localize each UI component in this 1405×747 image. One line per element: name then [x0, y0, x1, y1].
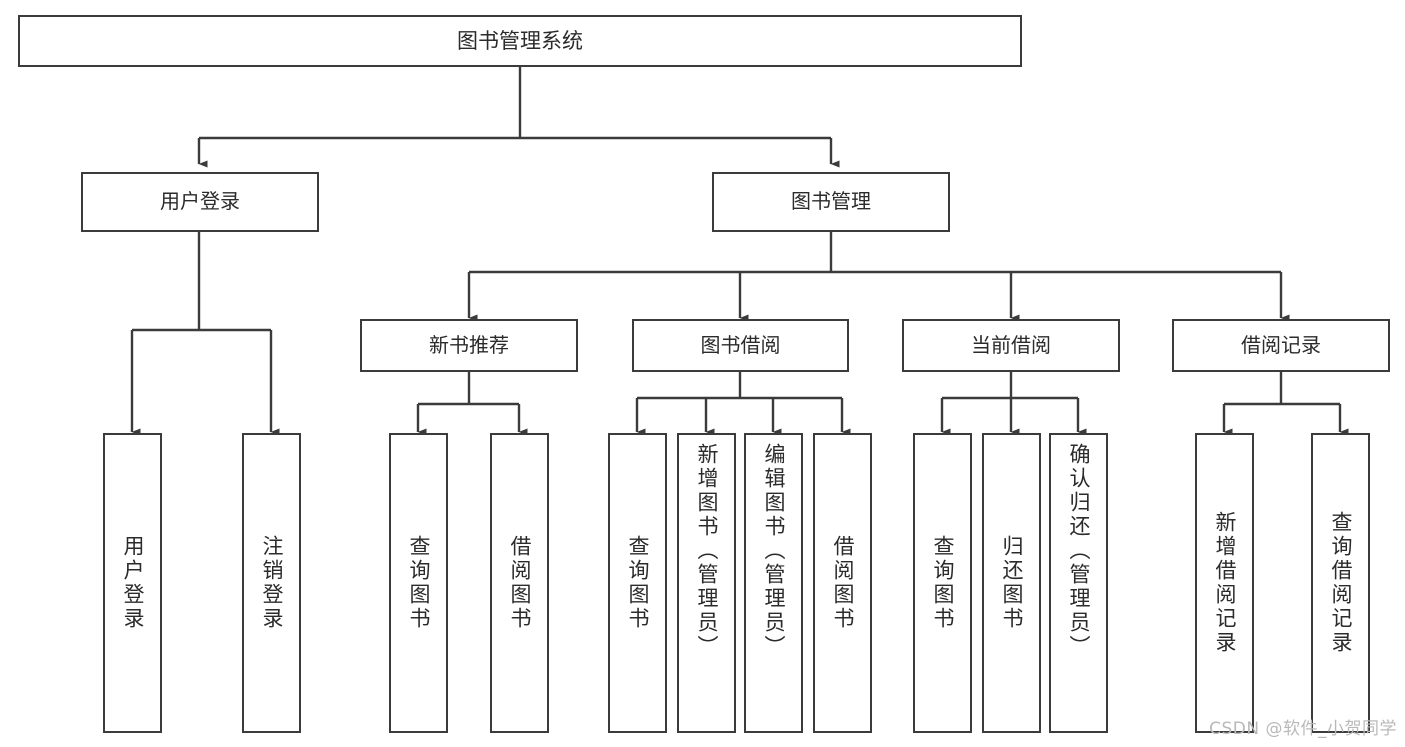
- leaf-return-book[interactable]: 归还图书: [982, 433, 1041, 733]
- node-label: 图书借阅: [700, 332, 781, 357]
- node-new-book-recommend[interactable]: 新书推荐: [360, 319, 578, 372]
- leaf-borrow-book-borrow[interactable]: 借阅图书: [813, 433, 872, 733]
- node-label: 借阅图书: [831, 535, 855, 631]
- node-label: 图书管理系统: [457, 28, 583, 53]
- leaf-add-borrow-record[interactable]: 新增借阅记录: [1195, 433, 1254, 733]
- leaf-logout-login[interactable]: 注销登录: [242, 433, 301, 733]
- node-label: 新增图书（管理员）: [695, 443, 719, 659]
- node-label: 归还图书: [1000, 535, 1024, 631]
- node-book-borrow[interactable]: 图书借阅: [632, 319, 849, 372]
- node-label: 用户登录: [160, 189, 240, 214]
- node-label: 查询图书: [931, 535, 955, 631]
- node-label: 查询借阅记录: [1329, 511, 1353, 655]
- node-label: 编辑图书（管理员）: [762, 443, 786, 659]
- node-label: 当前借阅: [971, 332, 1051, 357]
- node-current-borrow[interactable]: 当前借阅: [902, 319, 1120, 372]
- node-label: 用户登录: [121, 535, 145, 631]
- leaf-edit-book-admin[interactable]: 编辑图书（管理员）: [744, 433, 803, 733]
- node-borrow-record[interactable]: 借阅记录: [1172, 319, 1390, 372]
- node-label: 注销登录: [260, 535, 284, 631]
- leaf-add-book-admin[interactable]: 新增图书（管理员）: [677, 433, 736, 733]
- csdn-watermark: CSDN @软件_小贺同学: [1209, 719, 1397, 739]
- node-user-login[interactable]: 用户登录: [81, 172, 319, 232]
- node-label: 借阅记录: [1241, 332, 1321, 357]
- leaf-user-login[interactable]: 用户登录: [103, 433, 162, 733]
- node-label: 借阅图书: [508, 535, 532, 631]
- leaf-query-borrow-record[interactable]: 查询借阅记录: [1311, 433, 1370, 733]
- node-label: 图书管理: [791, 189, 871, 214]
- leaf-query-book-borrow[interactable]: 查询图书: [608, 433, 667, 733]
- node-label: 查询图书: [626, 535, 650, 631]
- node-book-management[interactable]: 图书管理: [712, 172, 950, 232]
- node-label: 新书推荐: [429, 332, 509, 357]
- node-root-book-management-system[interactable]: 图书管理系统: [18, 15, 1022, 67]
- leaf-confirm-return-admin[interactable]: 确认归还（管理员）: [1049, 433, 1108, 733]
- leaf-query-book-recommend[interactable]: 查询图书: [389, 433, 448, 733]
- leaf-borrow-book-recommend[interactable]: 借阅图书: [490, 433, 549, 733]
- node-label: 新增借阅记录: [1213, 511, 1237, 655]
- node-label: 查询图书: [407, 535, 431, 631]
- leaf-query-book-current[interactable]: 查询图书: [913, 433, 972, 733]
- node-label: 确认归还（管理员）: [1067, 443, 1091, 659]
